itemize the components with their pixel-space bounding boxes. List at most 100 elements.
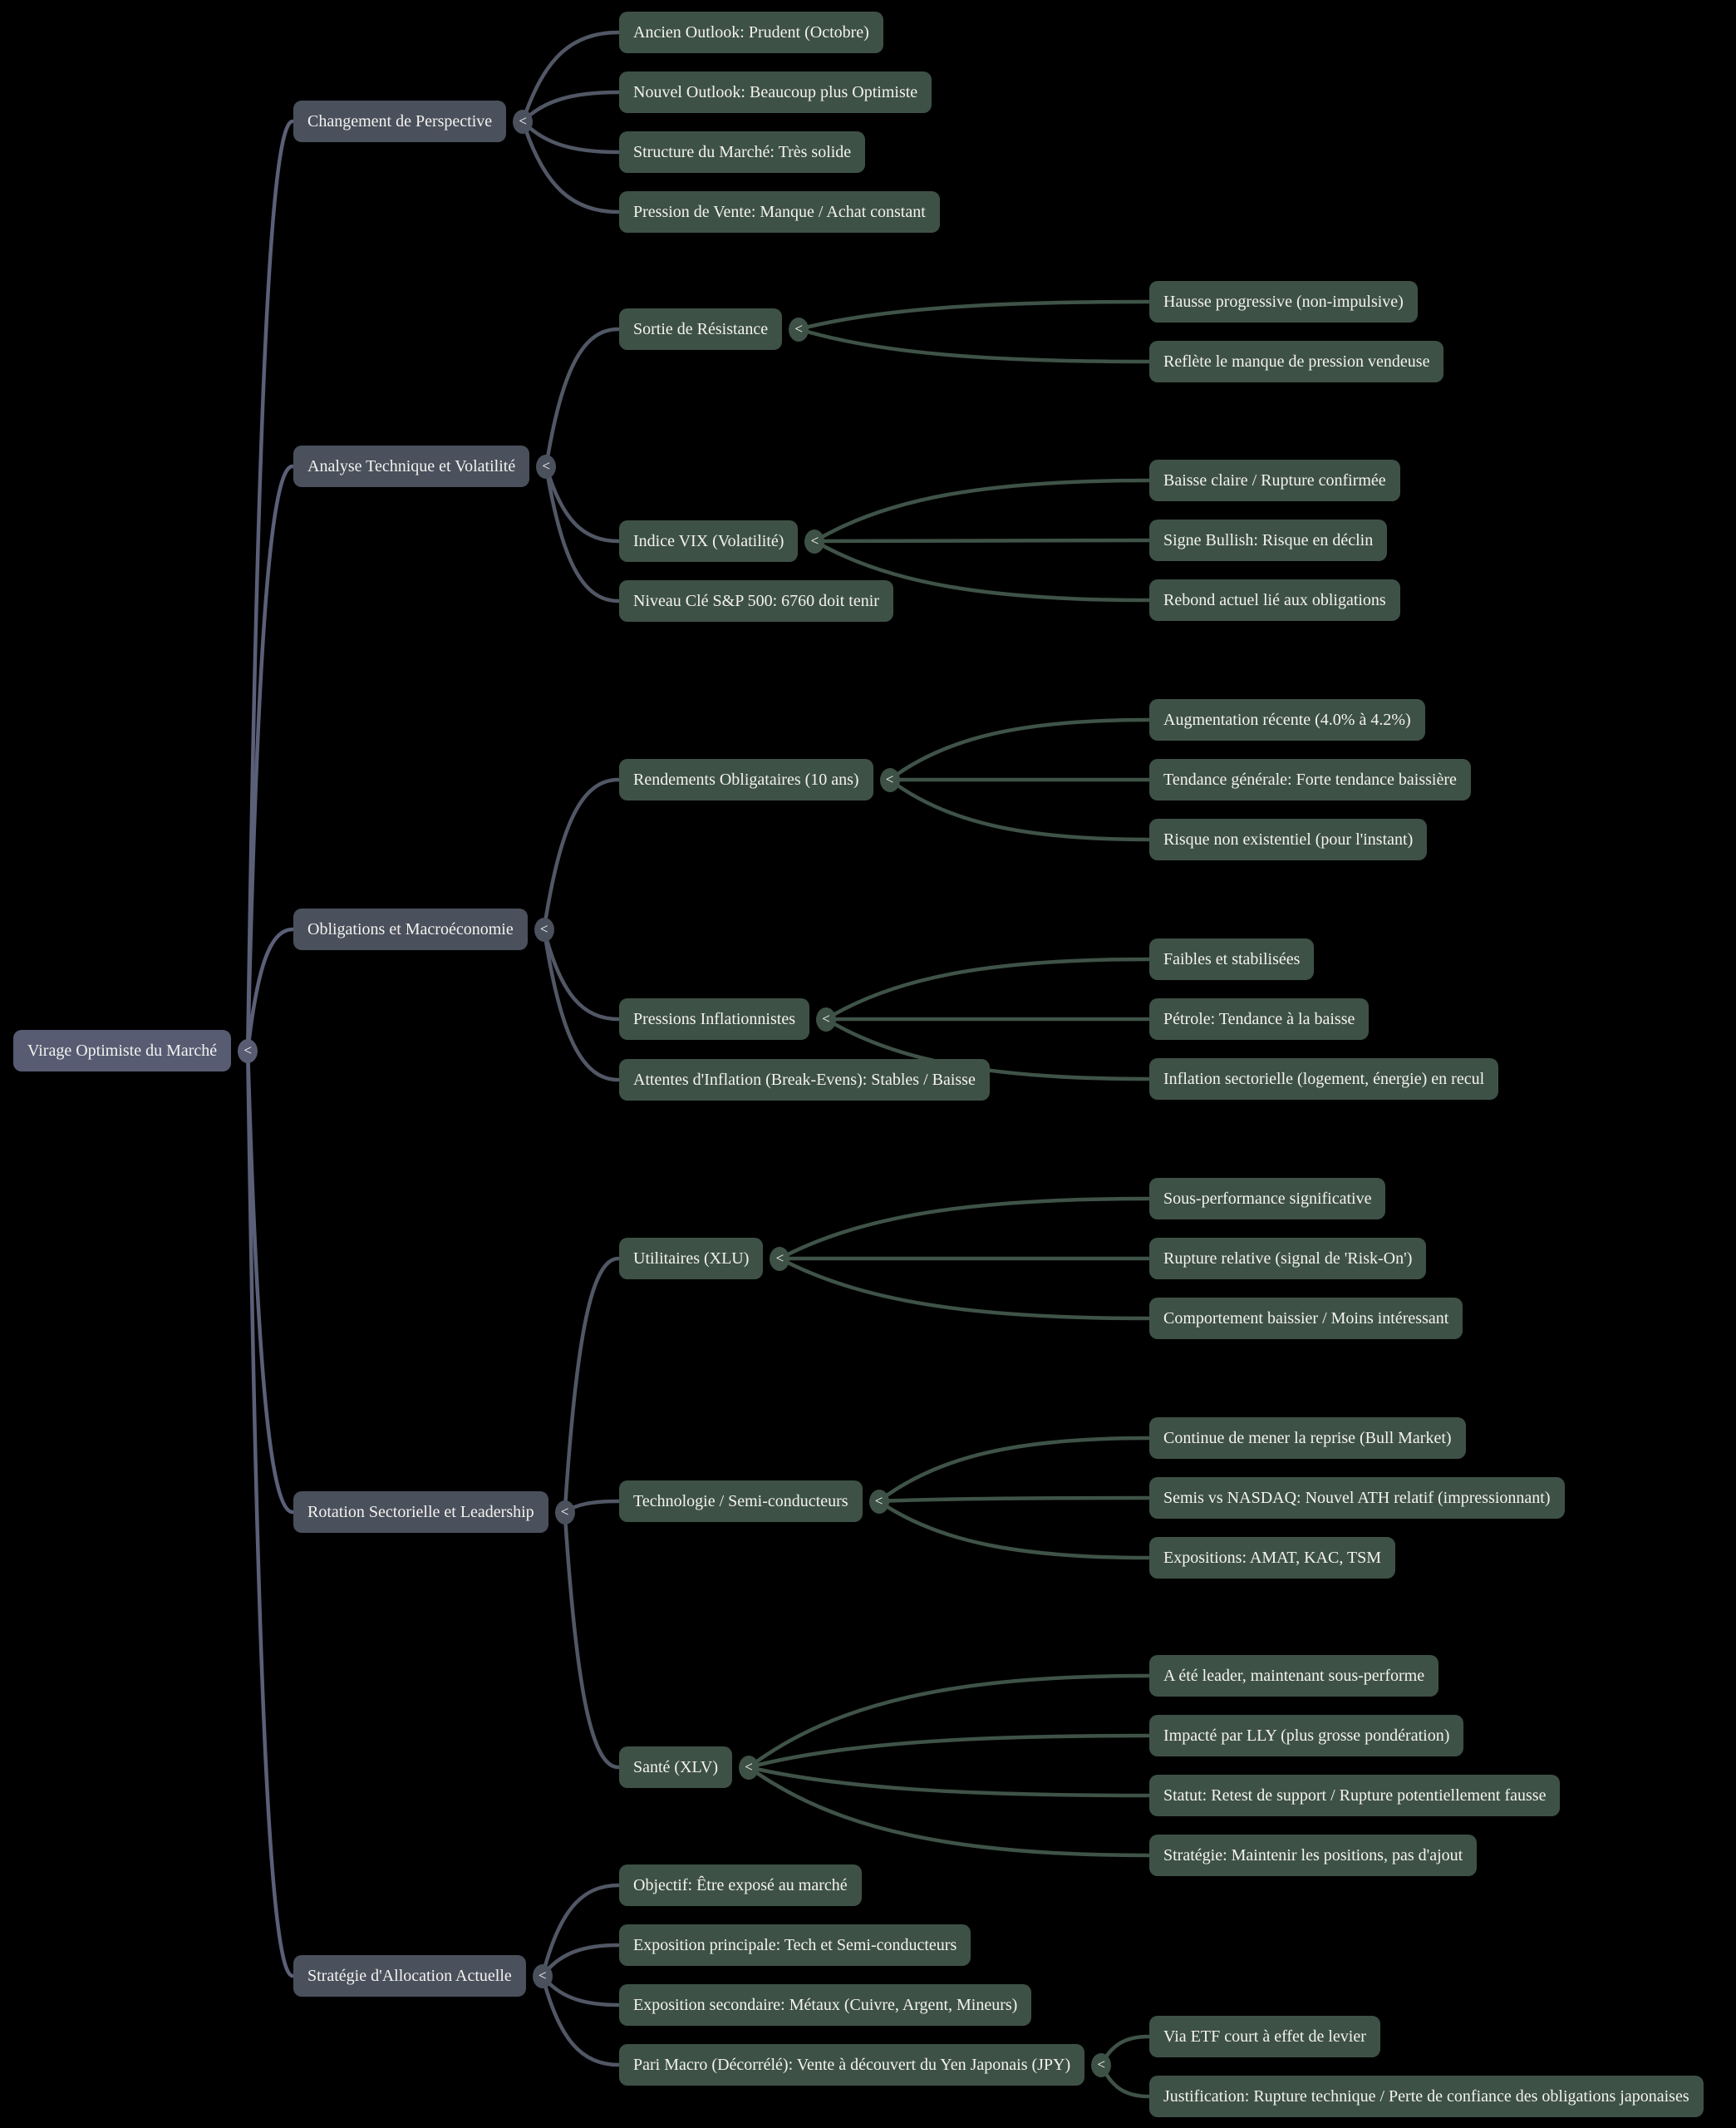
collapse-button[interactable]: < [816,1007,836,1032]
node-box-root[interactable]: Virage Optimiste du Marché [13,1030,232,1071]
node-box-b5[interactable]: Stratégie d'Allocation Actuelle [293,1955,526,1997]
node-box-b2[interactable]: Analyse Technique et Volatilité [293,446,530,487]
node-box-b3c1[interactable]: Rendements Obligataires (10 ans) [619,759,873,800]
node-box-b5c4g1[interactable]: Via ETF court à effet de levier [1149,2016,1380,2057]
collapse-button[interactable]: < [739,1755,760,1780]
node-box-b5c4g2[interactable]: Justification: Rupture technique / Perte… [1149,2076,1704,2117]
node-label: Baisse claire / Rupture confirmée [1163,471,1386,490]
node-box-b5c3[interactable]: Exposition secondaire: Métaux (Cuivre, A… [619,1984,1032,2026]
mindmap-node-b4c2g3: Expositions: AMAT, KAC, TSM [1149,1537,1396,1579]
node-box-b4[interactable]: Rotation Sectorielle et Leadership [293,1491,548,1533]
node-box-b1c3[interactable]: Structure du Marché: Très solide [619,131,866,173]
node-box-b4c2g3[interactable]: Expositions: AMAT, KAC, TSM [1149,1537,1396,1579]
collapse-chevron-icon: < [1097,2057,1105,2072]
node-box-b4c2g2[interactable]: Semis vs NASDAQ: Nouvel ATH relatif (imp… [1149,1477,1565,1519]
node-label: Statut: Retest de support / Rupture pote… [1163,1786,1547,1805]
collapse-button[interactable]: < [532,1963,553,1988]
collapse-chevron-icon: < [243,1042,252,1058]
node-box-b3c3[interactable]: Attentes d'Inflation (Break-Evens): Stab… [619,1059,990,1101]
link-b5-b5c1 [540,1883,621,1978]
node-box-b2c2[interactable]: Indice VIX (Volatilité) [619,520,799,562]
mindmap-node-b2c1g2: Reflète le manque de pression vendeuse [1149,341,1444,382]
node-box-b4c1[interactable]: Utilitaires (XLU) [619,1238,764,1279]
node-box-b1c2[interactable]: Nouvel Outlook: Beaucoup plus Optimiste [619,71,932,113]
link-b3c2-b3c2g1 [824,957,1151,1022]
collapse-button[interactable]: < [554,1500,575,1525]
node-label: Comportement baissier / Moins intéressan… [1163,1309,1449,1328]
link-b2c2-b2c2g2 [813,538,1151,544]
node-box-b5c2[interactable]: Exposition principale: Tech et Semi-cond… [619,1924,971,1966]
collapse-button[interactable]: < [770,1246,790,1271]
node-box-b3c1g2[interactable]: Tendance générale: Forte tendance baissi… [1149,759,1471,800]
link-b2-b2c1 [543,327,621,469]
node-box-b3c2g2[interactable]: Pétrole: Tendance à la baisse [1149,998,1370,1040]
node-box-b4c1g1[interactable]: Sous-performance significative [1149,1178,1386,1219]
node-box-b5c1[interactable]: Objectif: Être exposé au marché [619,1864,862,1906]
node-box-b2c1g2[interactable]: Reflète le manque de pression vendeuse [1149,341,1444,382]
collapse-button[interactable]: < [536,454,557,479]
node-box-b3c1g1[interactable]: Augmentation récente (4.0% à 4.2%) [1149,699,1425,741]
link-b4c2-b4c2g3 [877,1499,1151,1560]
node-label: Technologie / Semi-conducteurs [633,1492,848,1510]
mindmap-node-b2c2g1: Baisse claire / Rupture confirmée [1149,460,1400,501]
node-box-b4c2[interactable]: Technologie / Semi-conducteurs [619,1480,863,1522]
node-box-b4c3g2[interactable]: Impacté par LLY (plus grosse pondération… [1149,1715,1464,1756]
node-box-b1c1[interactable]: Ancien Outlook: Prudent (Octobre) [619,12,883,53]
node-box-b5c4[interactable]: Pari Macro (Décorrélé): Vente à découver… [619,2044,1085,2086]
node-label: Pari Macro (Décorrélé): Vente à découver… [633,2056,1071,2074]
link-b3c1-b3c1g3 [888,777,1151,842]
node-box-b1c4[interactable]: Pression de Vente: Manque / Achat consta… [619,191,940,233]
link-b5-b5c4 [540,1973,621,2067]
mindmap-node-b5c3: Exposition secondaire: Métaux (Cuivre, A… [619,1984,1032,2026]
node-label: Expositions: AMAT, KAC, TSM [1163,1549,1382,1567]
node-box-b4c3g1[interactable]: A été leader, maintenant sous-performe [1149,1655,1439,1697]
node-label: Hausse progressive (non-impulsive) [1163,293,1404,311]
node-label: Rotation Sectorielle et Leadership [307,1503,534,1521]
node-box-b4c2g1[interactable]: Continue de mener la reprise (Bull Marke… [1149,1417,1466,1459]
collapse-button[interactable]: < [1091,2052,1112,2077]
mindmap-node-b5c4: Pari Macro (Décorrélé): Vente à découver… [619,2044,1112,2086]
node-box-b3c2[interactable]: Pressions Inflationnistes [619,998,809,1040]
mindmap-node-b5c1: Objectif: Être exposé au marché [619,1864,862,1906]
node-box-b4c3g3[interactable]: Statut: Retest de support / Rupture pote… [1149,1775,1561,1816]
node-box-b2c2g2[interactable]: Signe Bullish: Risque en déclin [1149,520,1388,561]
link-root-b1 [245,119,295,1053]
link-b4-b4c3 [563,1510,621,1770]
mindmap-node-b3c3: Attentes d'Inflation (Break-Evens): Stab… [619,1059,990,1101]
node-box-b3[interactable]: Obligations et Macroéconomie [293,909,528,950]
node-box-b4c1g2[interactable]: Rupture relative (signal de 'Risk-On') [1149,1238,1427,1279]
mindmap-node-b4c1g3: Comportement baissier / Moins intéressan… [1149,1298,1463,1339]
node-box-b1[interactable]: Changement de Perspective [293,101,507,142]
node-box-b2c1g1[interactable]: Hausse progressive (non-impulsive) [1149,281,1418,323]
collapse-button[interactable]: < [238,1038,258,1063]
mindmap-node-b1c1: Ancien Outlook: Prudent (Octobre) [619,12,883,53]
collapse-button[interactable]: < [879,767,900,792]
node-box-b2c1[interactable]: Sortie de Résistance [619,308,783,350]
mindmap-node-b5c4g2: Justification: Rupture technique / Perte… [1149,2076,1704,2117]
node-box-b2c3[interactable]: Niveau Clé S&P 500: 6760 doit tenir [619,580,893,622]
node-box-b3c1g3[interactable]: Risque non existentiel (pour l'instant) [1149,819,1428,860]
node-box-b4c1g3[interactable]: Comportement baissier / Moins intéressan… [1149,1298,1463,1339]
node-box-b3c2g1[interactable]: Faibles et stabilisées [1149,938,1315,980]
mindmap-node-b3c2g3: Inflation sectorielle (logement, énergie… [1149,1058,1499,1100]
node-box-b4c3g4[interactable]: Stratégie: Maintenir les positions, pas … [1149,1835,1478,1876]
mindmap-node-b4c1: Utilitaires (XLU)< [619,1238,790,1279]
link-b2c1-b2c1g2 [796,327,1151,364]
node-label: Reflète le manque de pression vendeuse [1163,352,1430,371]
collapse-button[interactable]: < [789,317,809,342]
node-box-b2c2g1[interactable]: Baisse claire / Rupture confirmée [1149,460,1400,501]
mindmap-node-b4c2g1: Continue de mener la reprise (Bull Marke… [1149,1417,1466,1459]
node-box-b4c3[interactable]: Santé (XLV) [619,1746,733,1788]
mindmap-node-b4c3g2: Impacté par LLY (plus grosse pondération… [1149,1715,1464,1756]
node-box-b2c2g3[interactable]: Rebond actuel lié aux obligations [1149,579,1400,621]
collapse-button[interactable]: < [534,917,554,942]
collapse-button[interactable]: < [868,1489,889,1514]
collapse-button[interactable]: < [513,109,534,134]
node-box-b3c2g3[interactable]: Inflation sectorielle (logement, énergie… [1149,1058,1499,1100]
link-b4c3-b4c3g4 [746,1765,1151,1858]
link-b1-b1c2 [520,90,621,124]
mindmap-node-b4c1g2: Rupture relative (signal de 'Risk-On') [1149,1238,1427,1279]
node-label: Rupture relative (signal de 'Risk-On') [1163,1249,1413,1268]
collapse-button[interactable]: < [804,529,825,554]
